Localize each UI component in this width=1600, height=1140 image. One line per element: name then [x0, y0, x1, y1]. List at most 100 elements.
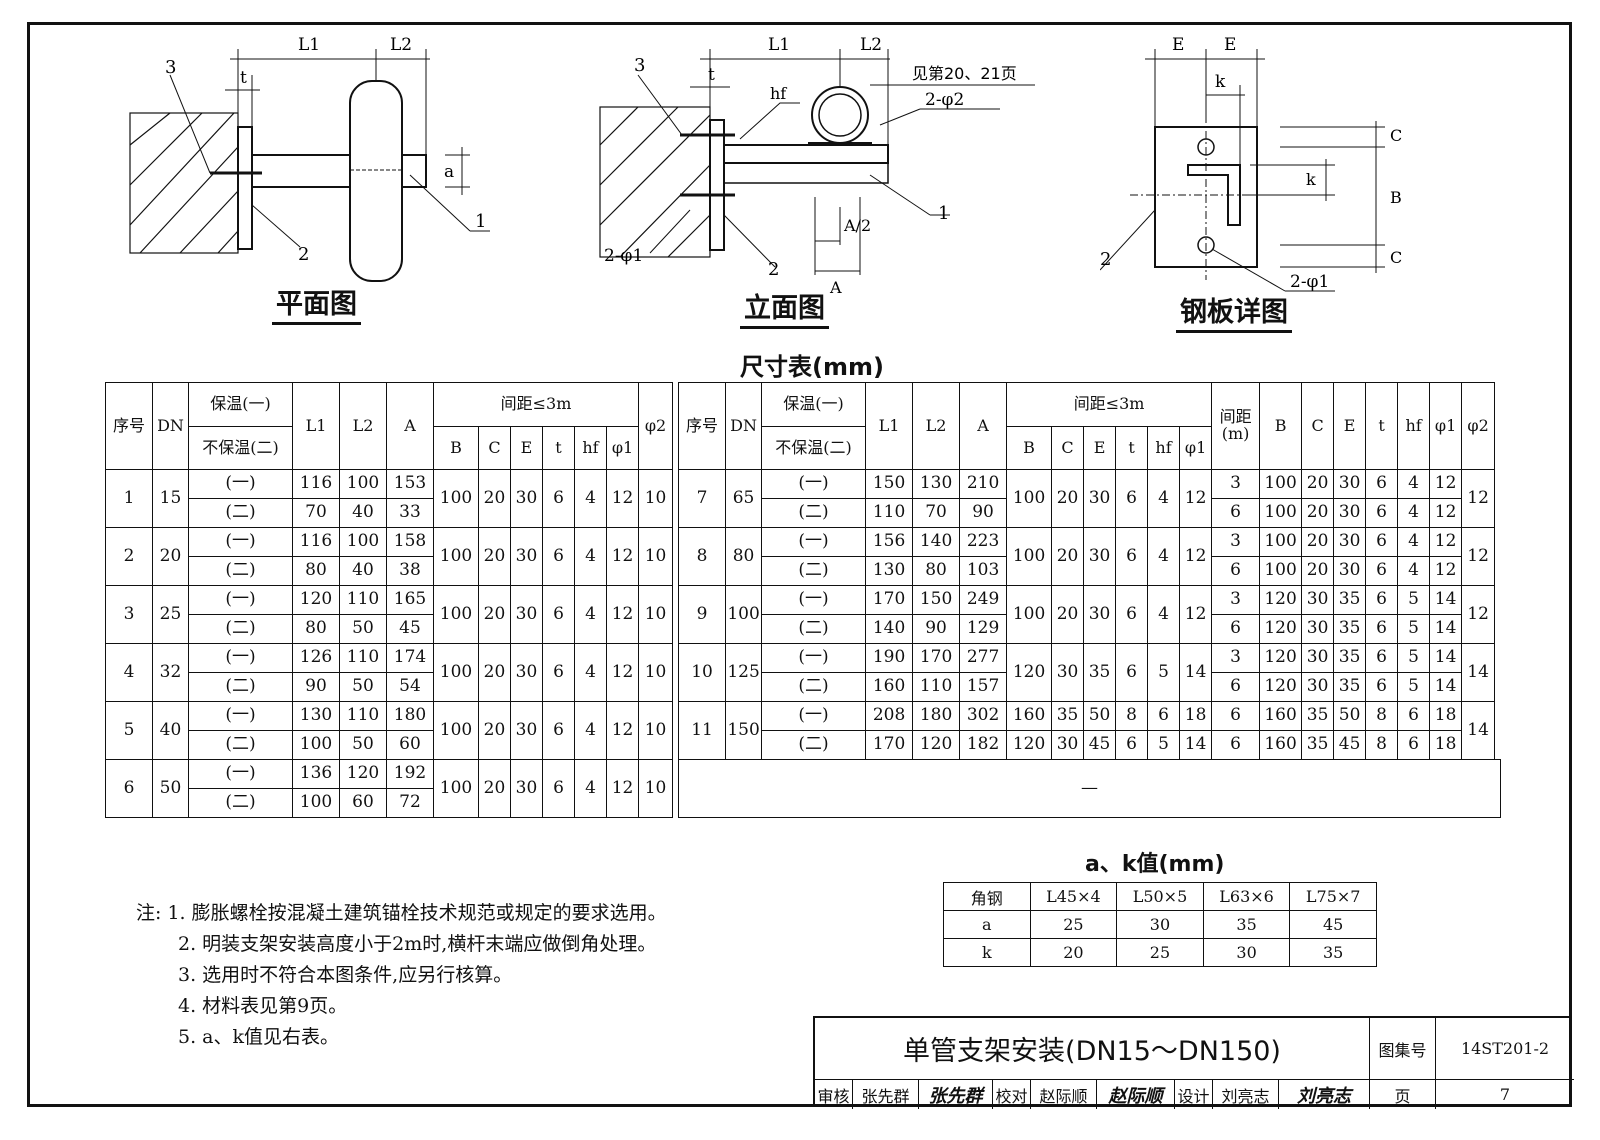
- cell-value: 20: [1301, 527, 1335, 557]
- ak-cell: 25: [1116, 938, 1204, 967]
- cell-value: 6: [1365, 556, 1399, 586]
- plan-label-l1: L1: [298, 35, 320, 55]
- cell-e: 35: [1083, 643, 1117, 702]
- cell-value: 50: [1083, 701, 1117, 731]
- cell-e: 30: [1083, 585, 1117, 644]
- elevation-label-phi1: 2-φ1: [604, 246, 643, 266]
- cell-value: 5: [1397, 585, 1431, 615]
- cell-hf: 4: [1147, 585, 1181, 644]
- cell-value: 4: [1397, 469, 1431, 499]
- cell-value: 6: [1147, 701, 1181, 731]
- cell-value: 14: [1179, 730, 1213, 760]
- cell-b: 100: [433, 643, 479, 702]
- cell-value: 126: [292, 643, 340, 673]
- cell-e: 30: [510, 527, 543, 586]
- cell-dn: 20: [152, 527, 189, 586]
- header-e: E: [510, 426, 543, 470]
- cell-c: 20: [478, 643, 511, 702]
- cell-value: 223: [959, 527, 1008, 557]
- cell-value: 100: [1259, 556, 1303, 586]
- cell-value: (二): [188, 556, 293, 586]
- cell-value: 6: [1397, 701, 1431, 731]
- cell-c: 20: [1051, 585, 1085, 644]
- plate-detail-drawing: E E k C B C k 2 2-φ1: [1100, 35, 1402, 292]
- cell-t: 6: [1115, 469, 1149, 528]
- cell-value: 120: [292, 585, 340, 615]
- plate-label-b: B: [1390, 188, 1402, 207]
- cell-value: 90: [912, 614, 961, 644]
- cell-phi2: 14: [1461, 701, 1496, 760]
- cell-t: 6: [542, 643, 575, 702]
- cell-t: 6: [542, 701, 575, 760]
- ak-cell: 25: [1029, 910, 1118, 939]
- cell-b: 100: [433, 527, 479, 586]
- cell-value: 160: [865, 672, 914, 702]
- cell-c: 30: [1051, 643, 1085, 702]
- plan-pipe: [349, 80, 403, 282]
- elevation-steel-plate: [709, 119, 725, 251]
- header-uninsulated-right: 不保温(二): [761, 426, 867, 470]
- dimension-table: 序号 DN 保温(一) L1 L2 A 间距≤3m φ2 序号 DN 保温(一)…: [105, 382, 1501, 818]
- cell-value: 50: [339, 614, 387, 644]
- plan-callout-2: 2: [298, 244, 309, 265]
- cell-value: 100: [339, 469, 387, 499]
- ak-row-k: k 20 25 30 35: [943, 938, 1377, 967]
- cell-value: 100: [339, 527, 387, 557]
- cell-value: 110: [912, 672, 961, 702]
- plate-label-c1: C: [1390, 126, 1402, 145]
- cell-t: 6: [542, 469, 575, 528]
- header-phi1: φ1: [605, 426, 640, 470]
- cell-phi1: 12: [605, 527, 640, 586]
- cell-phi1: 12: [1179, 585, 1213, 644]
- cell-value: 277: [959, 643, 1008, 673]
- cell-phi2: 12: [1461, 469, 1496, 528]
- cell-hf: 4: [1147, 527, 1181, 586]
- ak-row-a: a 25 30 35 45: [943, 910, 1377, 939]
- note-item: 1. 膨胀螺栓按混凝土建筑锚栓技术规范或规定的要求选用。: [167, 902, 667, 924]
- cell-value: 170: [865, 585, 914, 615]
- plan-crossbar: [251, 154, 427, 188]
- ak-table: 角钢 L45×4 L50×5 L63×6 L75×7 a 25 30 35 45…: [943, 882, 1377, 967]
- cell-e: 30: [1083, 469, 1117, 528]
- elevation-view-drawing: L1 L2 t hf 见第20、21页 2-φ2 A/2 A 2-φ1 3 2 …: [599, 35, 1035, 295]
- drawing-title: 单管支架安装(DN15～DN150): [815, 1018, 1370, 1080]
- cell-value: 6: [1115, 730, 1149, 760]
- plate-label-phi1: 2-φ1: [1290, 272, 1329, 292]
- cell-phi2: 10: [638, 701, 674, 760]
- cell-seq: 8: [678, 527, 727, 586]
- cell-value: 6: [1365, 672, 1399, 702]
- cell-value: 18: [1179, 701, 1213, 731]
- ak-cell: a: [943, 910, 1031, 939]
- cell-seq: 2: [105, 527, 153, 586]
- cell-value: 120: [1259, 614, 1303, 644]
- cell-value: 120: [1259, 643, 1303, 673]
- header-spacing-right: 间距≤3m: [1006, 382, 1213, 427]
- cell-b: 100: [1006, 469, 1053, 528]
- cell-value: 100: [292, 730, 340, 760]
- note-item: 2. 明装支架安装高度小于2m时,横杆末端应做倒角处理。: [178, 933, 657, 955]
- plan-label-l2: L2: [390, 35, 412, 55]
- cell-value: 8: [1115, 701, 1149, 731]
- cell-value: 100: [1259, 527, 1303, 557]
- cell-value: 153: [386, 469, 434, 499]
- cell-value: 14: [1429, 585, 1463, 615]
- cell-value: 45: [386, 614, 434, 644]
- cell-value: 136: [292, 759, 340, 789]
- header-l1: L1: [292, 382, 340, 470]
- cell-value: 38: [386, 556, 434, 586]
- cell-value: 129: [959, 614, 1008, 644]
- cell-spacing: 6: [1211, 614, 1261, 644]
- cell-value: 30: [1301, 614, 1335, 644]
- cell-t: 6: [542, 759, 575, 818]
- cell-value: 30: [1333, 498, 1367, 528]
- cell-value: 6: [1397, 730, 1431, 760]
- cell-value: 140: [865, 614, 914, 644]
- cell-spacing: 6: [1211, 556, 1261, 586]
- cell-value: 20: [1301, 498, 1335, 528]
- cell-value: (二): [188, 730, 293, 760]
- cell-value: (一): [761, 701, 867, 731]
